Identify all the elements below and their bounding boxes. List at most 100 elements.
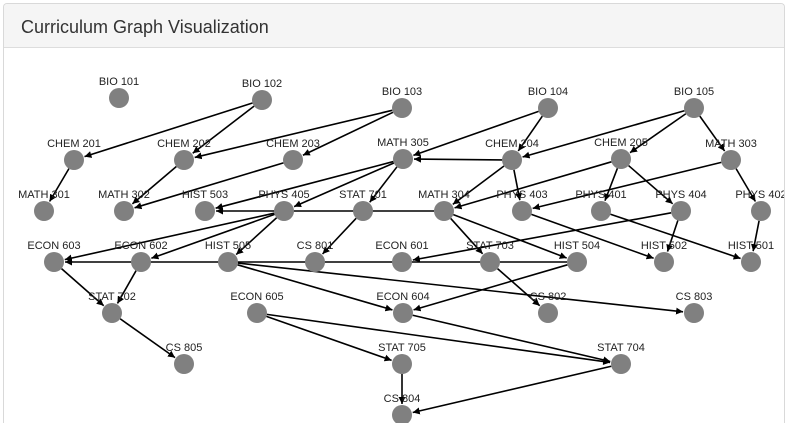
node-circle[interactable] xyxy=(392,252,412,272)
node-label: HIST 503 xyxy=(182,189,228,201)
node-circle[interactable] xyxy=(684,303,704,323)
node-cs-804[interactable]: CS 804 xyxy=(384,393,421,423)
edge-bio-102-to-chem-202 xyxy=(192,105,255,154)
node-phys-403[interactable]: PHYS 403 xyxy=(496,189,548,221)
node-chem-201[interactable]: CHEM 201 xyxy=(47,138,101,170)
node-circle[interactable] xyxy=(64,150,84,170)
node-stat-704[interactable]: STAT 704 xyxy=(597,342,645,374)
node-label: BIO 103 xyxy=(382,86,422,98)
node-circle[interactable] xyxy=(611,354,631,374)
node-circle[interactable] xyxy=(195,201,215,221)
node-circle[interactable] xyxy=(480,252,500,272)
node-circle[interactable] xyxy=(567,252,587,272)
node-circle[interactable] xyxy=(538,303,558,323)
node-stat-702[interactable]: STAT 702 xyxy=(88,291,136,323)
node-circle[interactable] xyxy=(109,88,129,108)
node-circle[interactable] xyxy=(393,303,413,323)
node-phys-401[interactable]: PHYS 401 xyxy=(575,189,627,221)
node-cs-803[interactable]: CS 803 xyxy=(676,291,713,323)
node-circle[interactable] xyxy=(671,201,691,221)
node-stat-705[interactable]: STAT 705 xyxy=(378,342,426,374)
node-circle[interactable] xyxy=(305,252,325,272)
node-hist-502[interactable]: HIST 502 xyxy=(641,240,687,272)
node-chem-205[interactable]: CHEM 205 xyxy=(594,137,648,169)
node-circle[interactable] xyxy=(741,252,761,272)
node-circle[interactable] xyxy=(502,150,522,170)
node-math-305[interactable]: MATH 305 xyxy=(377,137,429,169)
node-circle[interactable] xyxy=(591,201,611,221)
node-circle[interactable] xyxy=(34,201,54,221)
node-circle[interactable] xyxy=(131,252,151,272)
node-circle[interactable] xyxy=(114,201,134,221)
node-hist-505[interactable]: HIST 505 xyxy=(205,240,251,272)
node-circle[interactable] xyxy=(721,150,741,170)
node-label: PHYS 404 xyxy=(655,189,706,201)
node-econ-603[interactable]: ECON 603 xyxy=(27,240,81,272)
node-stat-701[interactable]: STAT 701 xyxy=(339,189,387,221)
node-circle[interactable] xyxy=(283,150,303,170)
node-cs-802[interactable]: CS 802 xyxy=(530,291,567,323)
edge-hist-504-to-econ-604 xyxy=(413,264,568,312)
node-chem-204[interactable]: CHEM 204 xyxy=(485,138,539,170)
node-circle[interactable] xyxy=(512,201,532,221)
node-circle[interactable] xyxy=(174,150,194,170)
node-econ-605[interactable]: ECON 605 xyxy=(230,291,284,323)
node-circle[interactable] xyxy=(538,98,558,118)
node-cs-805[interactable]: CS 805 xyxy=(166,342,203,374)
node-circle[interactable] xyxy=(392,354,412,374)
node-label: CS 802 xyxy=(530,291,567,303)
node-chem-202[interactable]: CHEM 202 xyxy=(157,138,211,170)
edge-phys-405-to-hist-505 xyxy=(235,217,278,256)
node-math-304[interactable]: MATH 304 xyxy=(418,189,470,221)
node-circle[interactable] xyxy=(392,98,412,118)
node-chem-203[interactable]: CHEM 203 xyxy=(266,138,320,170)
node-cs-801[interactable]: CS 801 xyxy=(297,240,334,272)
node-phys-405[interactable]: PHYS 405 xyxy=(258,189,310,221)
edge-phys-404-to-econ-601 xyxy=(412,212,672,263)
node-circle[interactable] xyxy=(393,149,413,169)
node-circle[interactable] xyxy=(102,303,122,323)
node-bio-103[interactable]: BIO 103 xyxy=(382,86,422,118)
node-bio-105[interactable]: BIO 105 xyxy=(674,86,714,118)
node-circle[interactable] xyxy=(392,405,412,423)
edge-chem-205-to-phys-401 xyxy=(604,168,619,202)
edge-bio-105-to-math-303 xyxy=(699,115,726,152)
node-label: CS 804 xyxy=(384,393,421,405)
edge-econ-605-to-stat-704 xyxy=(266,313,611,365)
node-circle[interactable] xyxy=(434,201,454,221)
node-math-301[interactable]: MATH 301 xyxy=(18,189,70,221)
node-circle[interactable] xyxy=(274,201,294,221)
nodes-layer: BIO 101 BIO 102 BIO 103 BIO 104 BIO 105CHEM … xyxy=(18,76,785,423)
node-bio-104[interactable]: BIO 104 xyxy=(528,86,568,118)
node-circle[interactable] xyxy=(684,98,704,118)
node-bio-102[interactable]: BIO 102 xyxy=(242,78,282,110)
edge-bio-105-to-chem-205 xyxy=(629,113,687,154)
node-hist-501[interactable]: HIST 501 xyxy=(728,240,774,272)
curriculum-graph[interactable]: BIO 101 BIO 102 BIO 103 BIO 104 BIO 105CHEM … xyxy=(4,48,785,423)
node-circle[interactable] xyxy=(654,252,674,272)
node-stat-703[interactable]: STAT 703 xyxy=(466,240,514,272)
node-circle[interactable] xyxy=(218,252,238,272)
node-circle[interactable] xyxy=(44,252,64,272)
edge-bio-105-to-chem-204 xyxy=(522,109,685,159)
node-circle[interactable] xyxy=(174,354,194,374)
node-math-303[interactable]: MATH 303 xyxy=(705,138,757,170)
node-circle[interactable] xyxy=(247,303,267,323)
node-bio-101[interactable]: BIO 101 xyxy=(99,76,139,108)
node-hist-503[interactable]: HIST 503 xyxy=(182,189,228,221)
edge-stat-701-to-cs-801 xyxy=(321,217,357,255)
node-econ-602[interactable]: ECON 602 xyxy=(114,240,168,272)
node-circle[interactable] xyxy=(252,90,272,110)
node-econ-601[interactable]: ECON 601 xyxy=(375,240,429,272)
node-circle[interactable] xyxy=(751,201,771,221)
node-label: ECON 602 xyxy=(114,240,167,252)
node-circle[interactable] xyxy=(611,149,631,169)
node-math-302[interactable]: MATH 302 xyxy=(98,189,150,221)
node-hist-504[interactable]: HIST 504 xyxy=(554,240,600,272)
node-econ-604[interactable]: ECON 604 xyxy=(376,291,430,323)
node-circle[interactable] xyxy=(353,201,373,221)
node-phys-404[interactable]: PHYS 404 xyxy=(655,189,707,221)
node-phys-402[interactable]: PHYS 402 xyxy=(735,189,785,221)
